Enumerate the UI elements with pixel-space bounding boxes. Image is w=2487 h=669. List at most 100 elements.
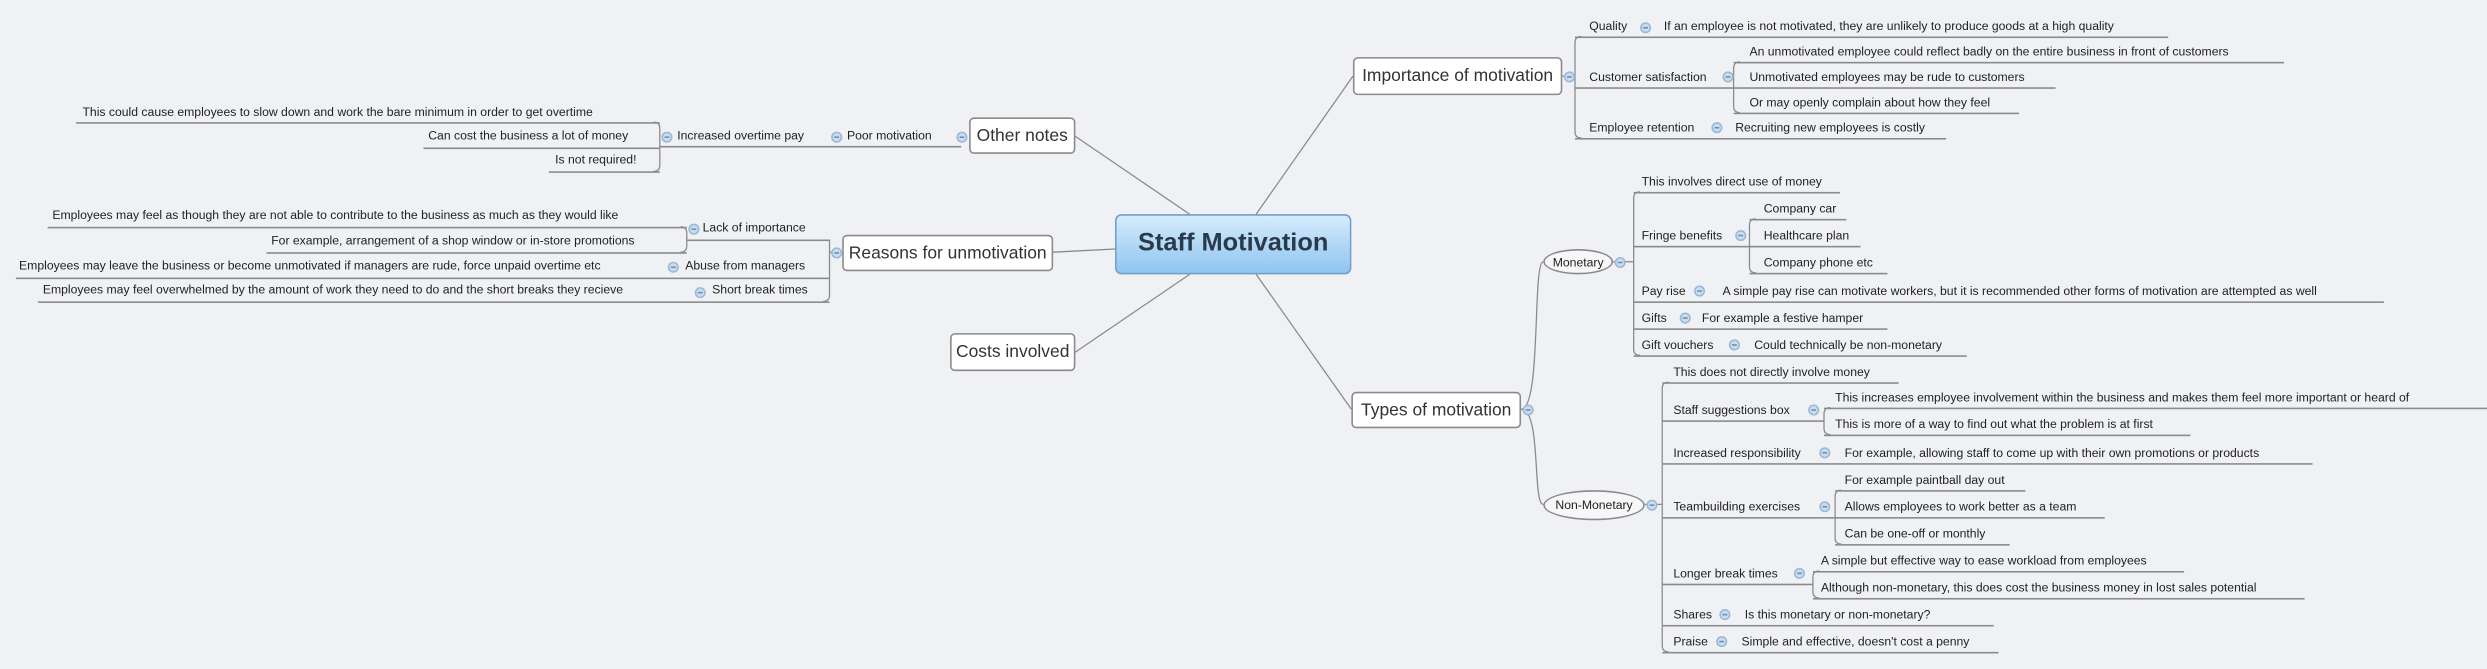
note[interactable]: Company phone etc (1763, 255, 1873, 270)
collapse-icon[interactable] (1735, 229, 1747, 242)
collapse-icon[interactable] (1679, 312, 1691, 324)
note[interactable]: Could technically be non-monetary (1754, 337, 1942, 353)
collapse-icon[interactable] (1819, 447, 1831, 459)
underline (1812, 597, 2305, 600)
underline (1574, 36, 2169, 39)
item-teambuilding[interactable]: Teambuilding exercises (1673, 499, 1801, 514)
note[interactable]: Can be one-off or monthly (1844, 526, 1986, 541)
collapse-icon[interactable] (1614, 256, 1626, 269)
note[interactable]: Employees may feel overwhelmed by the am… (42, 282, 624, 297)
collapse-icon[interactable] (1522, 404, 1534, 416)
underline (1733, 61, 2284, 64)
item-praise[interactable]: Praise (1673, 634, 1708, 649)
underline (266, 252, 687, 254)
underline (1633, 355, 1967, 357)
item-short-break-times[interactable]: Short break times (712, 282, 808, 297)
item-abuse-from-managers[interactable]: Abuse from managers (685, 258, 806, 273)
collapse-icon[interactable] (1819, 501, 1831, 513)
collapse-icon[interactable] (831, 131, 843, 143)
note[interactable]: Or may openly complain about how they fe… (1749, 95, 1991, 110)
item-fringe-benefits[interactable]: Fringe benefits (1641, 228, 1723, 243)
central-topic[interactable]: Staff Motivation (1115, 214, 1352, 275)
note[interactable]: This does not directly involve money (1673, 364, 1870, 380)
item-increased-responsibility[interactable]: Increased responsibility (1673, 445, 1801, 460)
link-other-notes (1075, 135, 1190, 215)
item-pay-rise[interactable]: Pay rise (1641, 283, 1686, 299)
note[interactable]: An unmotivated employee could reflect ba… (1749, 44, 2229, 59)
underline (1662, 624, 1994, 627)
note[interactable]: Recruiting new employees is costly (1735, 120, 1925, 135)
underline (548, 171, 660, 173)
note[interactable]: For example, allowing staff to come up w… (1844, 445, 2260, 460)
note[interactable]: Simple and effective, doesn't cost a pen… (1741, 634, 1970, 649)
note[interactable]: A simple but effective way to ease workl… (1820, 553, 2147, 568)
underline (1662, 651, 1999, 654)
note[interactable]: If an employee is not motivated, they ar… (1663, 19, 2114, 34)
collapse-icon[interactable] (1640, 22, 1652, 34)
item-staff-suggestions[interactable]: Staff suggestions box (1673, 402, 1790, 418)
underline (1812, 570, 2185, 573)
collapse-icon[interactable] (831, 247, 843, 259)
topic-types[interactable]: Types of motivation (1351, 391, 1522, 429)
subtopic-employee-retention[interactable]: Employee retention (1589, 120, 1695, 135)
subtopic-non-monetary[interactable]: Non-Monetary (1543, 490, 1645, 521)
collapse-icon[interactable] (1711, 122, 1723, 134)
note[interactable]: Allows employees to work better as a tea… (1844, 499, 2077, 514)
note[interactable]: This increases employee involvement with… (1835, 390, 2410, 405)
underline (1662, 420, 1825, 422)
collapse-icon[interactable] (694, 287, 706, 299)
underline (38, 301, 830, 303)
collapse-icon[interactable] (1716, 636, 1728, 648)
note[interactable]: For example paintball day out (1844, 472, 2005, 487)
underline (1662, 583, 1813, 586)
note[interactable]: Company car (1763, 201, 1837, 216)
note[interactable]: Is not required! (555, 152, 637, 167)
underline (1749, 272, 1888, 275)
underline (47, 226, 687, 229)
note[interactable]: This involves direct use of money (1641, 174, 1822, 189)
underline (1633, 301, 2384, 303)
note[interactable]: Unmotivated employees may be rude to cus… (1749, 69, 2025, 85)
link-types (1255, 274, 1352, 410)
topic-reasons[interactable]: Reasons for unmotivation (842, 234, 1054, 272)
note[interactable]: For example, arrangement of a shop windo… (271, 233, 635, 248)
topic-other-notes[interactable]: Other notes (969, 117, 1076, 154)
note[interactable]: A simple pay rise can motivate workers, … (1722, 283, 2317, 299)
item-lack-of-importance[interactable]: Lack of importance (702, 220, 806, 235)
collapse-icon[interactable] (667, 261, 679, 273)
topic-costs-involved[interactable]: Costs involved (950, 333, 1076, 372)
note[interactable]: This is more of a way to find out what t… (1835, 417, 2153, 432)
note[interactable]: Healthcare plan (1763, 228, 1850, 243)
note[interactable]: For example a festive hamper (1701, 310, 1864, 326)
note[interactable]: Can cost the business a lot of money (428, 128, 629, 143)
collapse-icon[interactable] (661, 131, 673, 143)
note[interactable]: Employees may feel as though they are no… (52, 207, 619, 223)
item-gifts[interactable]: Gifts (1641, 310, 1667, 326)
note[interactable]: Employees may leave the business or beco… (19, 258, 601, 273)
item-gift-vouchers[interactable]: Gift vouchers (1641, 337, 1714, 353)
collapse-icon[interactable] (1793, 567, 1805, 579)
subtopic-customer-satisfaction[interactable]: Customer satisfaction (1589, 69, 1707, 85)
underline (1662, 463, 2313, 465)
collapse-icon[interactable] (1719, 609, 1731, 621)
subtopic-monetary[interactable]: Monetary (1543, 249, 1614, 275)
note[interactable]: Although non-monetary, this does cost th… (1820, 580, 2257, 595)
topic-importance[interactable]: Importance of motivation (1352, 57, 1563, 96)
collapse-icon[interactable] (688, 223, 700, 235)
collapse-icon[interactable] (1693, 285, 1706, 297)
bracket-break (1812, 570, 1820, 599)
collapse-icon[interactable] (1646, 499, 1658, 511)
subtopic-quality[interactable]: Quality (1589, 19, 1628, 34)
note[interactable]: Is this monetary or non-monetary? (1744, 607, 1931, 622)
item-increased-overtime-pay[interactable]: Increased overtime pay (677, 128, 805, 143)
collapse-icon[interactable] (956, 131, 968, 143)
collapse-icon[interactable] (1808, 404, 1820, 416)
subtopic-poor-motivation[interactable]: Poor motivation (846, 128, 932, 143)
item-longer-break-times[interactable]: Longer break times (1673, 566, 1778, 581)
item-shares[interactable]: Shares (1673, 607, 1712, 622)
collapse-icon[interactable] (1563, 71, 1575, 83)
collapse-icon[interactable] (1722, 71, 1734, 83)
underline (1824, 407, 2487, 410)
collapse-icon[interactable] (1728, 339, 1740, 351)
note[interactable]: This could cause employees to slow down … (82, 104, 593, 119)
